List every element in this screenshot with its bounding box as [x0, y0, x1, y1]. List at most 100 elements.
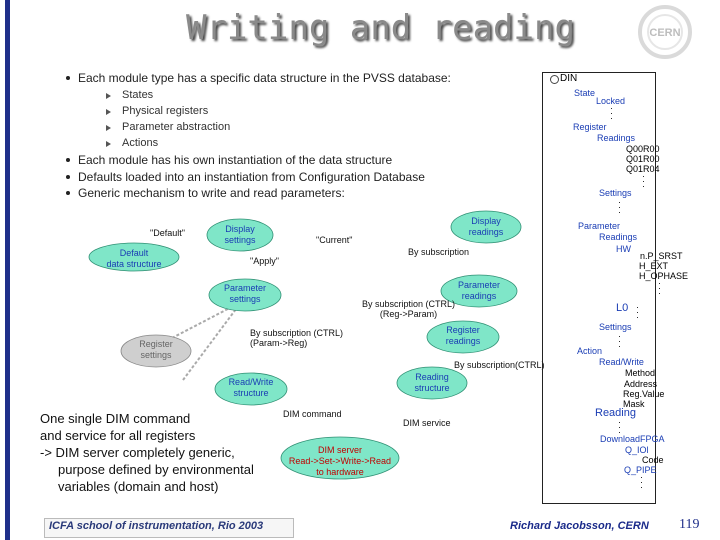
- download-fpga-node: DownloadFPGA: [600, 434, 665, 444]
- display-settings-line1: Display: [225, 224, 255, 234]
- parameter-node: Parameter: [578, 221, 621, 231]
- register-settings-label: Register settings: [120, 339, 192, 361]
- footer-author: Richard Jacobsson, CERN: [510, 520, 649, 532]
- hw-item-3: H_OPHASE: [639, 271, 689, 281]
- reading-structure-label: Reading structure: [396, 372, 468, 394]
- code-node: Code: [642, 455, 664, 465]
- rw-item-mask: Mask: [623, 399, 645, 409]
- vertical-ellipsis-icon: ···: [618, 197, 621, 217]
- parameter-settings-label: Parameter settings: [208, 283, 282, 305]
- left-accent-bar: [5, 0, 10, 540]
- reading-structure-line1: Reading: [415, 372, 449, 382]
- rw-item-method: Method: [625, 368, 656, 378]
- parameter-readings-bubble: [440, 274, 518, 308]
- bullet-2: Each module has his own instantiation of…: [78, 153, 393, 167]
- dim-server-line2: Read->Set->Write->Read: [288, 456, 392, 466]
- sub-bullet-actions: Actions: [122, 137, 159, 149]
- readwrite-structure-line1: Read/Write: [228, 377, 274, 387]
- parameter-settings-bubble: [208, 278, 282, 312]
- hw-item-1: n.P_SRST: [640, 251, 683, 261]
- vertical-ellipsis-icon: ···: [618, 331, 621, 351]
- parameter-readings-line1: Parameter: [457, 280, 501, 290]
- by-sub-ctrl-param-reg-line2: (Param->Reg): [250, 338, 308, 348]
- sub-bullet-physical-registers: Physical registers: [122, 105, 209, 117]
- dim-server-line1: DIM server: [317, 445, 362, 455]
- default-quote-label: "Default": [150, 228, 185, 238]
- by-sub-ctrl-label: By subscription(CTRL): [454, 360, 545, 370]
- dim-service-label: DIM service: [403, 418, 451, 428]
- vertical-ellipsis-icon: ···: [636, 302, 639, 322]
- rw-item-regvalue: Reg.Value: [623, 389, 665, 399]
- bullet-4: Generic mechanism to write and read para…: [78, 186, 345, 200]
- dim-server-line3: to hardware: [316, 467, 364, 477]
- bullet-dot: [66, 158, 70, 162]
- register-readings-node: Readings: [597, 133, 636, 143]
- parameter-settings-line2: settings: [229, 294, 261, 304]
- readwrite-structure-line2: structure: [233, 388, 269, 398]
- readwrite-structure-label: Read/Write structure: [214, 377, 288, 399]
- vertical-ellipsis-icon: ···: [610, 103, 613, 123]
- cern-logo: CERN: [638, 5, 692, 59]
- dim-note-line5: variables (domain and host): [58, 479, 219, 494]
- rw-item-address: Address: [624, 379, 658, 389]
- by-subscription-label: By subscription: [408, 247, 470, 257]
- display-settings-bubble: [206, 218, 274, 252]
- bullet-1: Each module type has a specific data str…: [78, 71, 451, 85]
- vertical-ellipsis-icon: ···: [658, 278, 661, 298]
- vertical-ellipsis-icon: ···: [642, 171, 645, 191]
- default-data-structure-line1: Default: [119, 248, 149, 258]
- locked-label: Locked: [596, 96, 626, 106]
- settings-node-2: Settings: [599, 322, 632, 332]
- by-sub-ctrl-reg-param-label: By subscription (CTRL) (Reg->Param): [362, 299, 455, 319]
- register-readings-bubble: [426, 320, 500, 354]
- dim-server-bubble: [280, 436, 400, 480]
- readwrite-structure-bubble: [214, 372, 288, 406]
- parameter-settings-line1: Parameter: [223, 283, 267, 293]
- right-structure-panel: [542, 72, 656, 504]
- din-label: DIN: [560, 73, 578, 84]
- register-readings-line2: readings: [445, 336, 481, 346]
- footer-school: ICFA school of instrumentation, Rio 2003: [49, 520, 264, 532]
- sub-bullet-marker: [106, 93, 111, 99]
- sub-bullet-states: States: [122, 89, 154, 101]
- sub-bullet-marker: [106, 125, 111, 131]
- display-readings-line1: Display: [471, 216, 501, 226]
- sub-bullet-marker: [106, 141, 111, 147]
- settings-node-1: Settings: [599, 188, 632, 198]
- dim-note-line1: One single DIM command: [40, 411, 191, 426]
- reading-structure-bubble: [396, 366, 468, 400]
- vertical-ellipsis-icon: ···: [640, 472, 643, 492]
- dim-note-line4: purpose defined by environmental: [58, 462, 254, 477]
- display-readings-line2: readings: [468, 227, 504, 237]
- q-item-1: Q00R00: [626, 144, 660, 154]
- din-circle-icon: [550, 75, 559, 84]
- default-data-structure-bubble: [88, 242, 180, 272]
- bullet-3: Defaults loaded into an instantiation fr…: [78, 170, 425, 184]
- bullet-dot: [66, 191, 70, 195]
- by-sub-ctrl-reg-param-line1: By subscription (CTRL): [362, 299, 456, 309]
- q-iol-node: Q_IOl: [625, 445, 649, 455]
- dim-note-line2: and service for all registers: [40, 428, 196, 443]
- parameter-readings-line2: readings: [461, 291, 497, 301]
- register-settings-line2: settings: [140, 350, 172, 360]
- l0-node: L0: [616, 302, 629, 314]
- action-node: Action: [577, 346, 603, 356]
- register-readings-label: Register readings: [426, 325, 500, 347]
- footer-left-box: [44, 518, 294, 538]
- by-sub-ctrl-param-reg-label: By subscription (CTRL) (Param->Reg): [250, 328, 343, 348]
- register-label: Register: [573, 122, 607, 132]
- display-settings-label: Display settings: [206, 224, 274, 246]
- register-settings-bubble: [120, 334, 192, 368]
- by-sub-ctrl-param-reg-line1: By subscription (CTRL): [250, 328, 344, 338]
- default-data-structure-label: Default data structure: [88, 248, 180, 270]
- cern-logo-text: CERN: [649, 27, 680, 39]
- q-pipe-node: Q_PIPE: [624, 465, 657, 475]
- slide-title: Writing and reading: [186, 8, 575, 48]
- parameter-readings-label: Parameter readings: [440, 280, 518, 302]
- dim-command-label: DIM command: [283, 409, 342, 419]
- q-item-2: Q01R00: [626, 154, 660, 164]
- display-readings-bubble: [450, 210, 522, 244]
- state-label: State: [574, 88, 596, 98]
- parameter-readings-node: Readings: [599, 232, 638, 242]
- register-settings-line1: Register: [139, 339, 173, 349]
